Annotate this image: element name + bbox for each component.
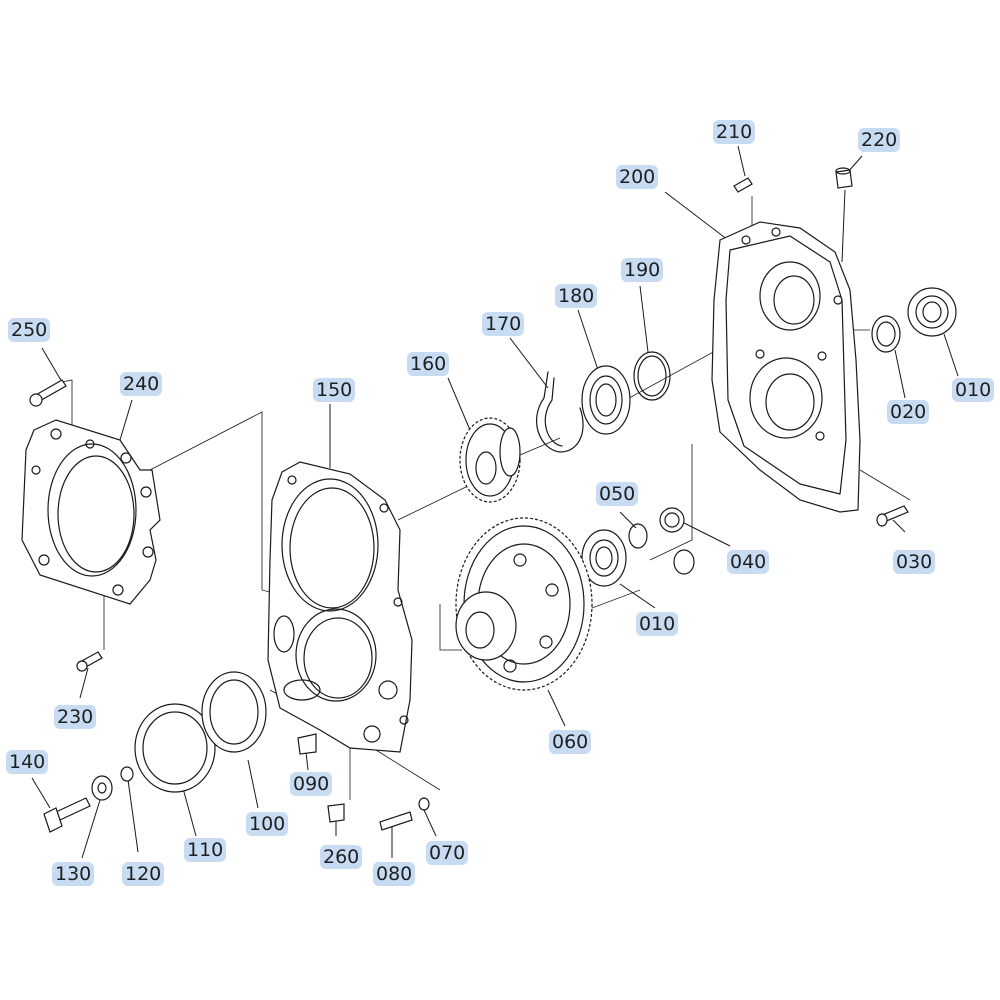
label-230: 230 bbox=[54, 705, 97, 729]
label-240: 240 bbox=[120, 372, 163, 396]
label-140: 140 bbox=[6, 750, 49, 774]
label-210: 210 bbox=[713, 120, 756, 144]
label-200: 200 bbox=[616, 165, 659, 189]
part-080-bolt bbox=[379, 811, 413, 831]
label-130: 130 bbox=[52, 862, 95, 886]
part-260-plug bbox=[327, 803, 345, 823]
part-250-bolt bbox=[29, 379, 67, 407]
label-030: 030 bbox=[893, 550, 936, 574]
label-070: 070 bbox=[426, 841, 469, 865]
part-070-washer bbox=[418, 797, 430, 811]
part-020-seal bbox=[871, 315, 901, 353]
label-180: 180 bbox=[555, 284, 598, 308]
label-120: 120 bbox=[122, 862, 165, 886]
label-150: 150 bbox=[313, 378, 356, 402]
label-220: 220 bbox=[858, 128, 901, 152]
part-200-cover bbox=[711, 221, 861, 513]
part-140-bolt bbox=[43, 797, 91, 833]
part-150-housing bbox=[267, 461, 413, 753]
part-180-bearing bbox=[581, 365, 631, 435]
label-190: 190 bbox=[621, 258, 664, 282]
part-230-bolt bbox=[76, 651, 103, 672]
label-040: 040 bbox=[727, 550, 770, 574]
part-170-clip bbox=[535, 371, 584, 453]
label-010-right: 010 bbox=[952, 378, 995, 402]
part-130-washer bbox=[91, 775, 113, 801]
label-170: 170 bbox=[482, 312, 525, 336]
label-260: 260 bbox=[320, 845, 363, 869]
part-040-collar bbox=[659, 507, 685, 533]
part-010-bearing-right bbox=[907, 287, 957, 337]
label-080: 080 bbox=[373, 862, 416, 886]
part-240-plate bbox=[21, 419, 161, 605]
part-120-washer bbox=[120, 766, 134, 782]
part-090-plug bbox=[297, 733, 317, 755]
part-160-gear bbox=[459, 417, 521, 503]
part-220-breather bbox=[835, 167, 853, 189]
label-100: 100 bbox=[246, 812, 289, 836]
part-050-rings bbox=[628, 523, 695, 575]
label-020: 020 bbox=[887, 400, 930, 424]
label-160: 160 bbox=[407, 352, 450, 376]
part-110-seal bbox=[134, 703, 216, 793]
part-060-gear bbox=[455, 517, 593, 691]
label-060: 060 bbox=[549, 730, 592, 754]
label-250: 250 bbox=[8, 318, 51, 342]
part-210-pin bbox=[733, 177, 753, 193]
label-110: 110 bbox=[184, 838, 227, 862]
part-030-bolt bbox=[876, 505, 909, 527]
label-050: 050 bbox=[596, 482, 639, 506]
part-100-seal bbox=[201, 671, 267, 753]
part-190-ring bbox=[633, 351, 671, 401]
label-010-lower: 010 bbox=[636, 612, 679, 636]
label-090: 090 bbox=[290, 772, 333, 796]
